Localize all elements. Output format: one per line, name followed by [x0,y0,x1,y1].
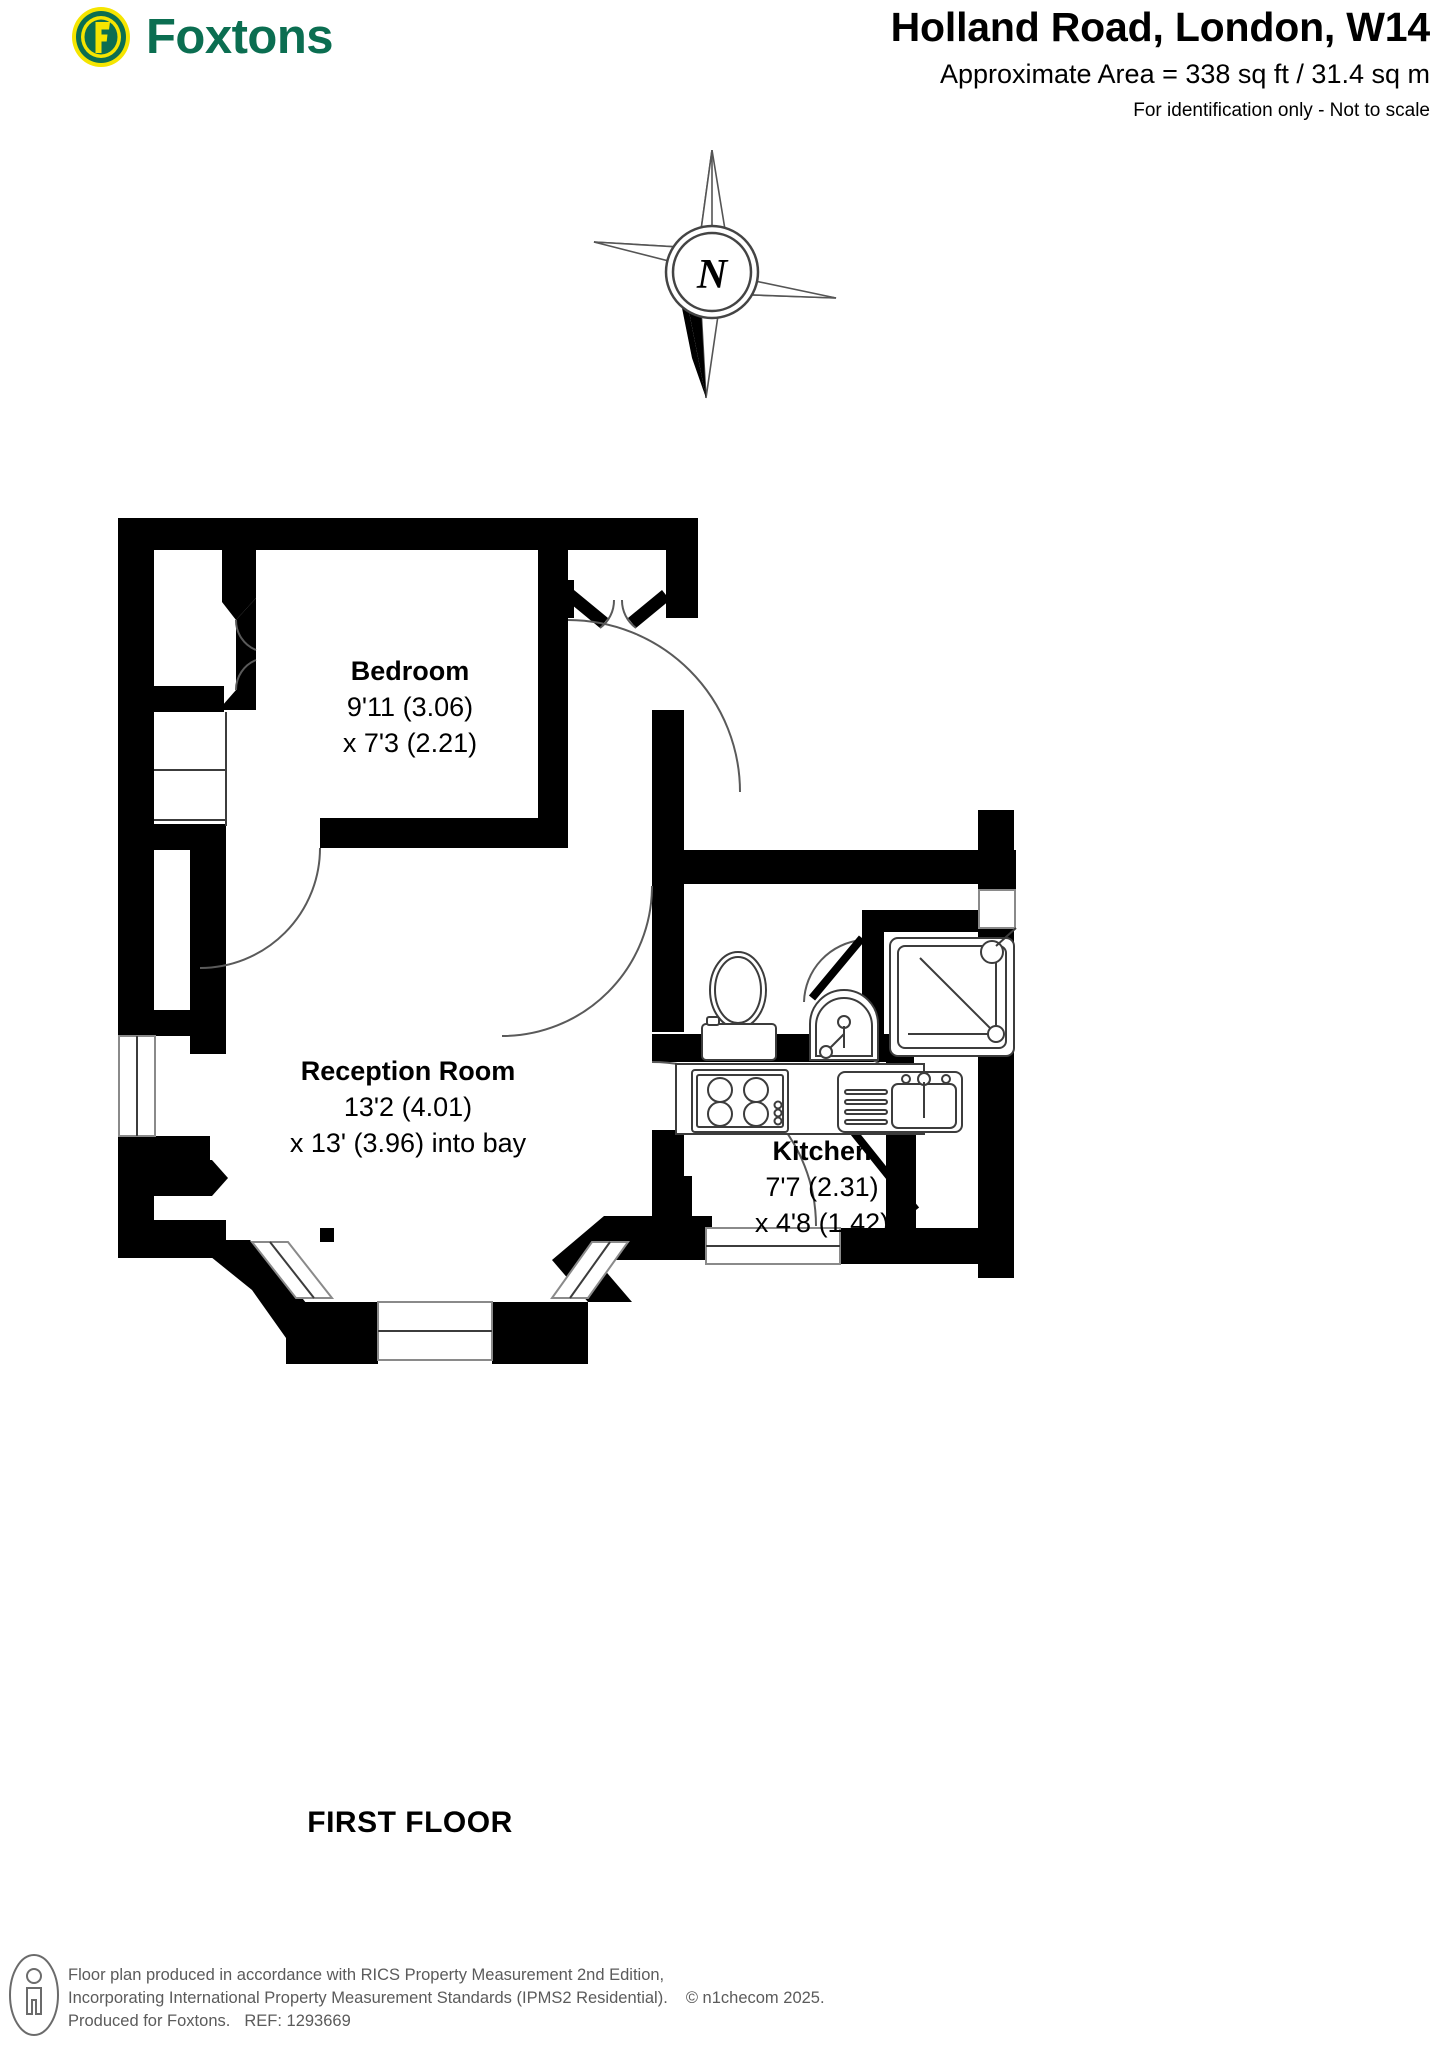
reception-name: Reception Room [301,1056,516,1086]
kitchen-sink-icon [837,1071,963,1133]
reception-dim-1: 13'2 (4.01) [344,1092,472,1122]
window-group [118,712,1016,1361]
floor-plan-canvas: N [0,150,1446,1450]
door-arc-recess-top [234,619,257,651]
bedroom-dim-2: x 7'3 (2.21) [343,728,477,758]
footer-copyright: © n1checom 2025. [685,1988,825,2007]
compass-letter: N [696,252,729,298]
door-arc-bathroom [803,939,863,1003]
wash-basin-icon [809,989,879,1061]
page-footer: Floor plan produced in accordance with R… [0,1928,1446,2048]
page-title: Holland Road, London, W14 [890,4,1431,50]
door-arc-hall [567,619,741,793]
room-label-bedroom: Bedroom 9'11 (3.06) x 7'3 (2.21) [343,656,477,758]
footer-line-3: Produced for Foxtons. [68,2011,231,2030]
foxtons-f-logo-icon [72,7,130,67]
kitchen-dim-1: 7'7 (2.31) [765,1172,878,1202]
room-label-reception: Reception Room 13'2 (4.01) x 13' (3.96) … [290,1056,527,1158]
page-header: Foxtons Holland Road, London, W14 Approx… [0,0,1446,130]
fixtures-group [675,927,1017,1135]
door-arc-lobby-right [620,599,637,629]
door-arc-reception [501,885,653,1037]
kitchen-dim-2: x 4'8 (1.42) [755,1208,889,1238]
door-arc-lobby-left [599,599,616,629]
foxtons-logo: Foxtons [70,6,334,68]
shower-enclosure-icon [889,927,1017,1057]
footer-line-3-row: Produced for Foxtons. REF: 1293669 [68,2010,825,2033]
window-wing-right [978,889,1016,929]
approximate-area: Approximate Area = 338 sq ft / 31.4 sq m [939,59,1430,90]
foxtons-wordmark: Foxtons [146,9,334,64]
toilet-icon [701,951,777,1061]
footer-text-block: Floor plan produced in accordance with R… [68,1952,825,2032]
bedroom-name: Bedroom [351,656,470,686]
wall-structure [118,518,1016,1364]
compass-north-icon: N [593,150,837,399]
door-arc-bedroom [199,847,321,969]
floor-plan-drawing: N [118,150,1017,1364]
kitchen-name: Kitchen [772,1136,871,1166]
rics-person-icon [9,1954,59,2036]
footer-line-2: Incorporating International Property Mea… [68,1988,668,2007]
footer-reference: REF: 1293669 [244,2011,351,2030]
bedroom-dim-1: 9'11 (3.06) [347,692,473,722]
door-arc-recess-bottom [234,659,257,691]
cooker-hob-icon [691,1069,789,1133]
door-leaf-bathroom [808,935,866,1001]
door-group [192,599,920,1227]
header-text-block: Holland Road, London, W14 Approximate Ar… [530,4,1431,122]
scale-disclaimer: For identification only - Not to scale [1133,99,1430,121]
reception-dim-2: x 13' (3.96) into bay [290,1128,527,1158]
floor-level-label: FIRST FLOOR [307,1806,513,1839]
room-label-kitchen: Kitchen 7'7 (2.31) x 4'8 (1.42) [755,1136,889,1238]
footer-line-1: Floor plan produced in accordance with R… [68,1966,665,1984]
footer-line-2-row: Incorporating International Property Mea… [68,1987,825,2010]
